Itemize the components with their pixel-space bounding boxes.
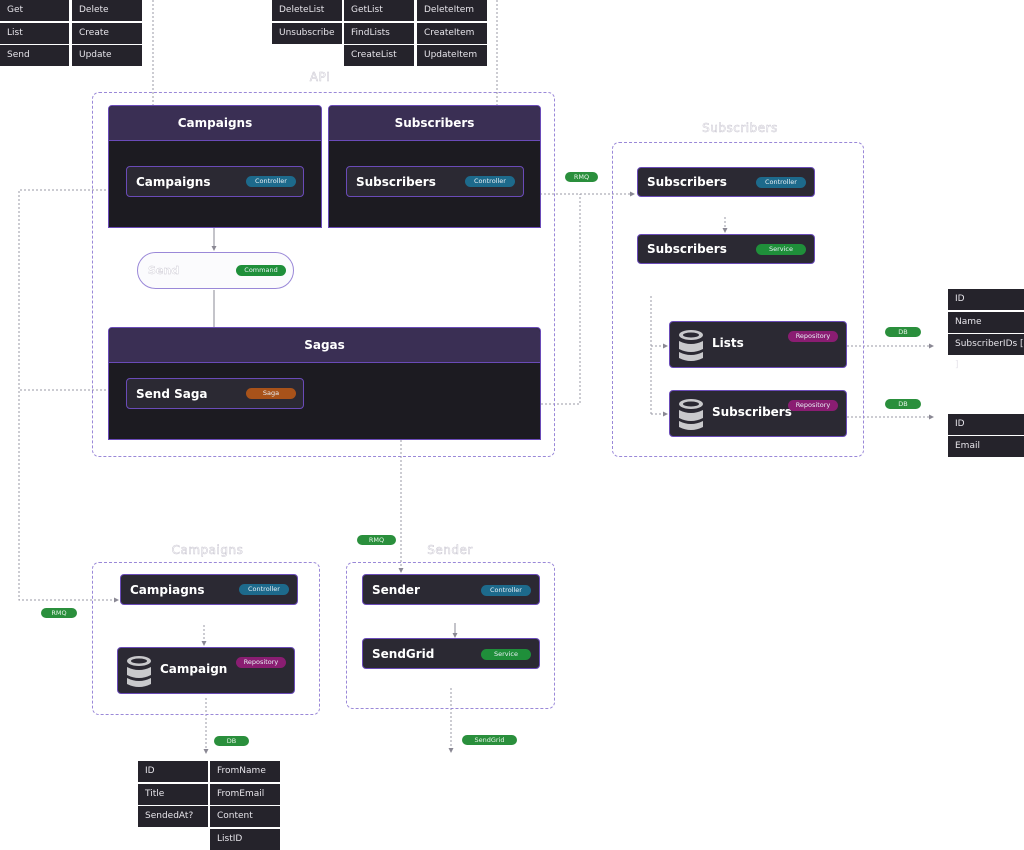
node-subscribers-service-controller[interactable]: Subscribers Controller bbox=[637, 167, 815, 197]
module-sagas: Sagas bbox=[108, 327, 541, 440]
node-title: Subscribers bbox=[647, 175, 727, 189]
schema-field: FromEmail bbox=[210, 784, 280, 805]
node-subscribers-service[interactable]: Subscribers Service bbox=[637, 234, 815, 264]
edge-label-rmq: RMQ bbox=[357, 535, 396, 545]
node-title: Subscribers bbox=[647, 242, 727, 256]
node-title: Campaigns bbox=[136, 174, 211, 189]
node-campaigns-controller[interactable]: Campaigns Controller bbox=[126, 166, 304, 197]
node-title: Subscribers bbox=[712, 405, 792, 419]
group-label-sender: Sender bbox=[427, 543, 473, 558]
group-api bbox=[92, 92, 555, 457]
tag-controller: Controller bbox=[481, 585, 531, 596]
node-subscribers-controller[interactable]: Subscribers Controller bbox=[346, 166, 524, 197]
node-sender-controller[interactable]: Sender Controller bbox=[362, 574, 540, 605]
node-sendgrid-service[interactable]: SendGrid Service bbox=[362, 638, 540, 669]
node-lists-repository[interactable]: Lists Repository bbox=[669, 321, 847, 368]
edge-label-db: DB bbox=[885, 399, 921, 409]
endpoint-cell: Delete bbox=[72, 0, 142, 21]
edge-label-rmq: RMQ bbox=[565, 172, 598, 182]
endpoint-cell: Unsubscribe bbox=[272, 23, 342, 44]
database-icon bbox=[679, 399, 703, 430]
node-title: SendGrid bbox=[372, 646, 435, 661]
endpoint-cell: FindLists bbox=[344, 23, 414, 44]
schema-field: SubscriberIDs [ ] bbox=[948, 334, 1024, 370]
tag-controller: Controller bbox=[756, 177, 806, 188]
schema-field: FromName bbox=[210, 761, 280, 782]
tag-controller: Controller bbox=[239, 584, 289, 595]
group-label-subscribers: Subscribers bbox=[702, 121, 778, 136]
schema-field: ID bbox=[138, 761, 208, 782]
module-title: Sagas bbox=[109, 328, 540, 363]
node-subscribers-repository[interactable]: Subscribers Repository bbox=[669, 390, 847, 437]
group-label-campaigns: Campaigns bbox=[171, 543, 244, 558]
group-label-api: API bbox=[309, 70, 331, 85]
node-title: Subscribers bbox=[356, 174, 436, 189]
endpoint-cell: DeleteItem bbox=[417, 0, 487, 21]
endpoint-cell: CreateList bbox=[344, 45, 414, 66]
database-icon bbox=[127, 656, 151, 687]
node-title: Campiagns bbox=[130, 582, 205, 597]
endpoint-cell: Get bbox=[0, 0, 69, 21]
edge-label-sendgrid: SendGrid bbox=[462, 735, 517, 745]
tag-saga: Saga bbox=[246, 388, 296, 399]
endpoint-cell: UpdateItem bbox=[417, 45, 487, 66]
schema-field: Content bbox=[210, 806, 280, 827]
node-title: Campaign bbox=[160, 662, 228, 676]
endpoint-cell: Send bbox=[0, 45, 69, 66]
endpoint-cell: Update bbox=[72, 45, 142, 66]
tag-controller: Controller bbox=[465, 176, 515, 187]
schema-field: ID bbox=[948, 289, 1024, 310]
tag-repository: Repository bbox=[236, 657, 286, 668]
endpoint-cell: GetList bbox=[344, 0, 414, 21]
edge-label-db: DB bbox=[885, 327, 921, 337]
schema-field: SendedAt? bbox=[138, 806, 208, 827]
tag-repository: Repository bbox=[788, 331, 838, 342]
schema-field: ID bbox=[948, 414, 1024, 435]
edge-label-rmq: RMQ bbox=[41, 608, 77, 618]
group-sender bbox=[346, 562, 555, 709]
node-title: Send Saga bbox=[136, 386, 208, 401]
tag-service: Service bbox=[756, 244, 806, 255]
node-title: Send bbox=[148, 264, 180, 277]
module-title: Subscribers bbox=[329, 106, 540, 141]
group-campaigns bbox=[92, 562, 320, 715]
schema-field: Name bbox=[948, 312, 1024, 333]
schema-field: ListID bbox=[210, 829, 280, 850]
tag-service: Service bbox=[481, 649, 531, 660]
node-campiagns-controller[interactable]: Campiagns Controller bbox=[120, 574, 298, 605]
endpoint-cell: Create bbox=[72, 23, 142, 44]
database-icon bbox=[679, 330, 703, 361]
node-send-saga[interactable]: Send Saga Saga bbox=[126, 378, 304, 409]
node-campaign-repository[interactable]: Campaign Repository bbox=[117, 647, 295, 694]
node-title: Lists bbox=[712, 336, 744, 350]
node-send-command[interactable]: Send Command bbox=[137, 252, 294, 289]
module-title: Campaigns bbox=[109, 106, 321, 141]
endpoint-cell: CreateItem bbox=[417, 23, 487, 44]
node-title: Sender bbox=[372, 582, 420, 597]
tag-repository: Repository bbox=[788, 400, 838, 411]
endpoint-cell: List bbox=[0, 23, 69, 44]
endpoint-cell: DeleteList bbox=[272, 0, 342, 21]
group-subscribers bbox=[612, 142, 864, 457]
tag-controller: Controller bbox=[246, 176, 296, 187]
schema-field: Email bbox=[948, 436, 1024, 457]
tag-command: Command bbox=[236, 265, 286, 276]
schema-field: Title bbox=[138, 784, 208, 805]
edge-label-db: DB bbox=[214, 736, 249, 746]
